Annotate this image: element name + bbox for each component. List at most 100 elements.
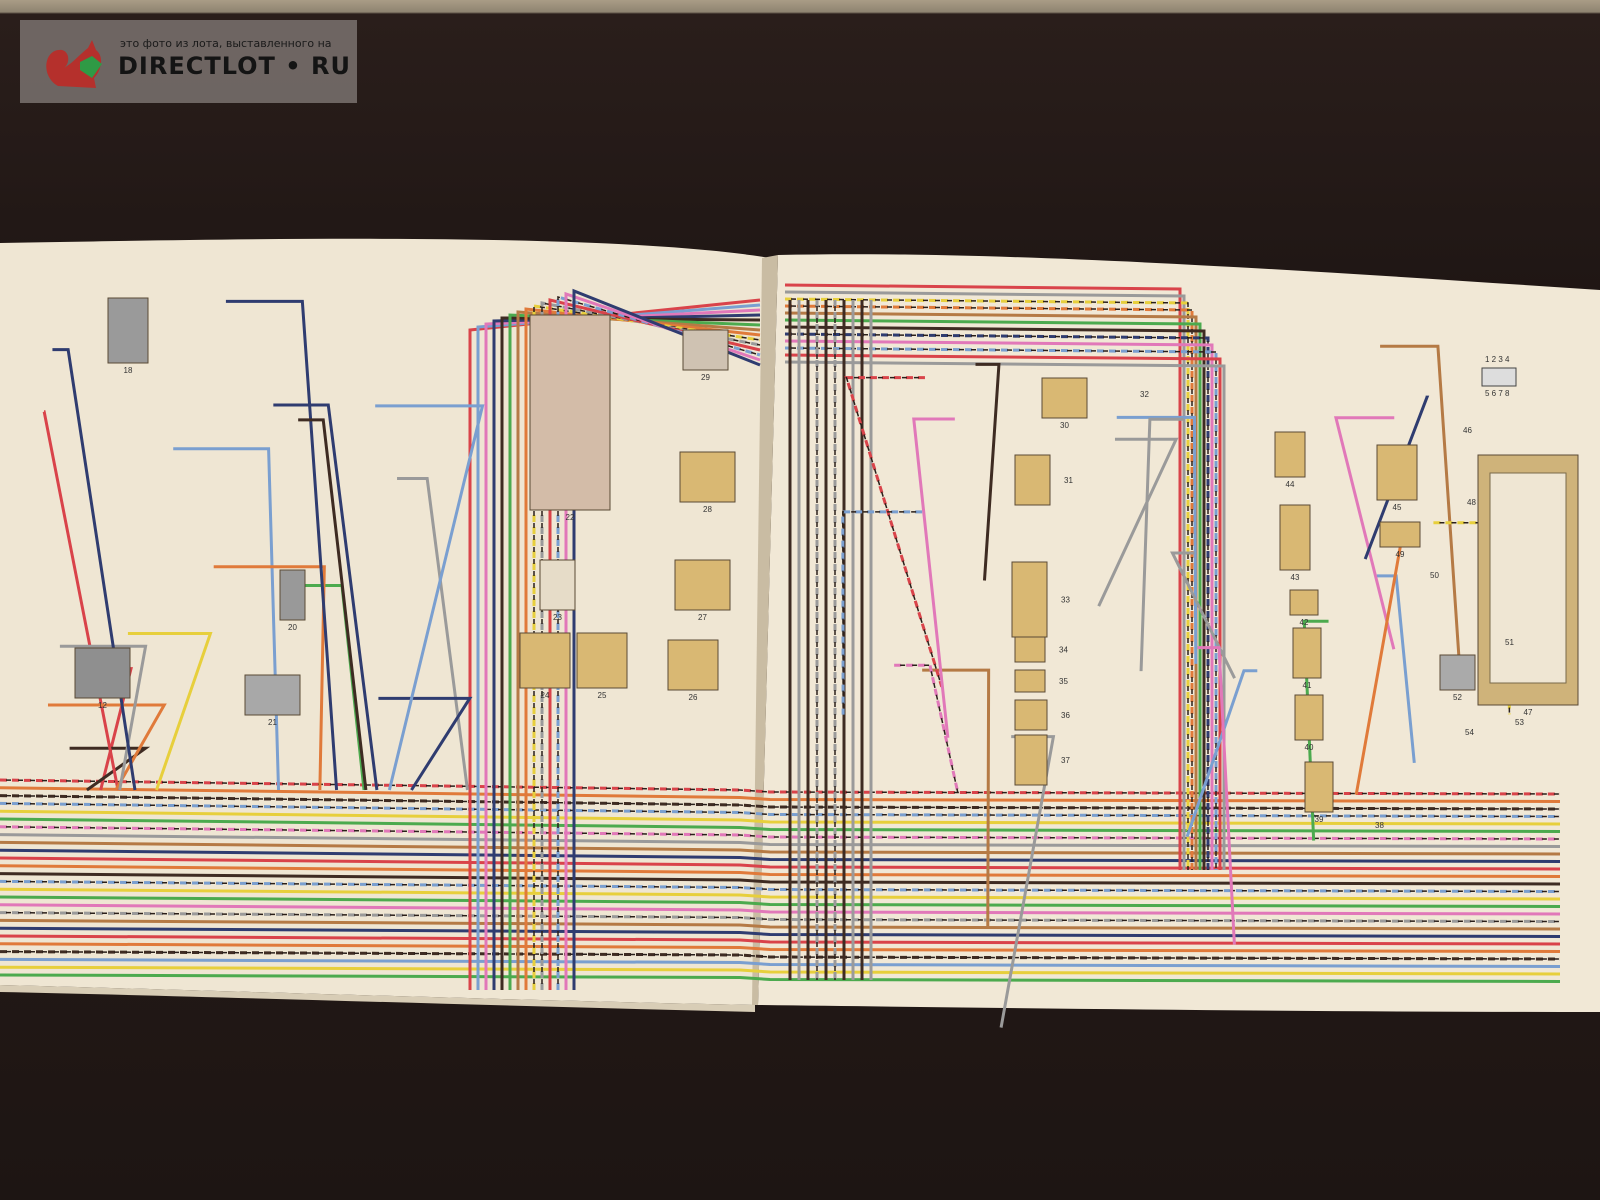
relay-39	[1304, 761, 1334, 813]
component-number: 40	[1305, 743, 1314, 752]
relay-27	[674, 559, 731, 611]
relay-body	[1294, 694, 1324, 741]
component-number: 48	[1467, 498, 1476, 507]
component-number: 23	[553, 613, 562, 622]
component-number: 53	[1515, 718, 1524, 727]
relay-body	[1304, 761, 1334, 813]
book-spine-shadow	[752, 255, 778, 1005]
bundle-wire	[784, 332, 1210, 870]
bundle-wire	[468, 298, 761, 990]
component-wire	[273, 403, 379, 791]
harness-wire	[0, 942, 1561, 953]
harness-wire	[0, 802, 1561, 818]
bundle-wire	[784, 360, 1226, 870]
harness-wire	[0, 825, 1561, 841]
component-number: 25	[598, 691, 607, 700]
component-number: 41	[1303, 681, 1312, 690]
relay-26	[667, 639, 719, 691]
harness-wire	[0, 801, 1561, 818]
instrument-cluster-47	[1477, 454, 1579, 706]
component-number: 43	[1291, 573, 1300, 582]
component-number: 32	[1140, 390, 1149, 399]
harness-wire	[0, 903, 1561, 916]
battery-body	[107, 297, 149, 364]
component-wire	[1116, 415, 1198, 664]
module-body	[244, 674, 301, 716]
harness-wire	[0, 918, 1561, 931]
relay-24	[519, 632, 571, 689]
relay-body	[1289, 589, 1319, 616]
component-number: 20	[288, 623, 297, 632]
bundle-wire	[540, 301, 761, 990]
relay-23	[539, 559, 576, 611]
relay-body	[1014, 699, 1048, 731]
bundle-wire	[784, 339, 1214, 870]
relay-body	[1292, 627, 1322, 679]
harness-wire	[0, 872, 1561, 886]
harness-wire	[0, 934, 1561, 946]
relay-body	[1279, 504, 1311, 571]
module-52	[1439, 654, 1476, 691]
page-edge	[0, 985, 755, 1012]
component-number: 46	[1463, 426, 1472, 435]
harness-wire	[0, 926, 1561, 938]
component-number: 22	[566, 513, 575, 522]
component-number: 38	[1375, 821, 1384, 830]
component-wire	[1333, 416, 1396, 650]
bundle-wire	[524, 307, 761, 990]
harness-wire	[0, 779, 1561, 795]
component-number: 49	[1396, 550, 1405, 559]
component-number: 52	[1453, 693, 1462, 702]
component-number: 26	[689, 693, 698, 702]
watermark: это фото из лота, выставленного на DIREC…	[20, 20, 357, 103]
relay-33	[1011, 561, 1048, 638]
cluster-face	[1489, 472, 1567, 684]
component-wire	[1363, 395, 1430, 560]
bundle-wire	[784, 283, 1182, 870]
component-wire	[397, 477, 469, 791]
relay-37	[1014, 734, 1048, 786]
module-body	[1439, 654, 1476, 691]
component-number: 37	[1061, 756, 1070, 765]
harness-wire	[0, 794, 1561, 810]
bundle-wire	[532, 304, 761, 990]
component-number: 35	[1059, 677, 1068, 686]
harness-wire	[0, 950, 1561, 960]
module-21	[244, 674, 301, 716]
bundle-wire	[492, 313, 761, 990]
watermark-caption: это фото из лота, выставленного на	[120, 37, 332, 50]
harness-wire	[0, 840, 1561, 856]
harness-wire	[0, 809, 1561, 826]
relay-body	[1011, 561, 1048, 638]
relay-45	[1376, 444, 1418, 501]
harness-wire	[0, 950, 1561, 961]
relay-36	[1014, 699, 1048, 731]
component-number: 27	[698, 613, 707, 622]
fuse-box-22	[529, 314, 611, 511]
bundle-wire	[784, 290, 1186, 870]
component-number: 29	[701, 373, 710, 382]
relay-body	[682, 329, 729, 371]
relay-49	[1379, 521, 1421, 548]
bundle-wire	[500, 316, 761, 990]
component-wire	[1185, 669, 1258, 838]
harness-wire	[0, 817, 1561, 833]
component-number: 12	[98, 701, 107, 710]
relay-31	[1014, 454, 1051, 506]
component-number: 47	[1524, 708, 1533, 717]
harness-wire	[0, 786, 1561, 803]
component-number: 21	[268, 718, 277, 727]
relay-34	[1014, 636, 1046, 663]
bundle-wire	[784, 311, 1198, 870]
module-12	[74, 647, 131, 699]
component-wire	[845, 376, 943, 687]
harness-wire	[0, 973, 1561, 983]
relay-29	[682, 329, 729, 371]
components-layer	[74, 297, 1579, 813]
component-number: 50	[1430, 571, 1439, 580]
relay-body	[1274, 431, 1306, 478]
harness-wire	[0, 778, 1561, 796]
component-wire	[1380, 344, 1461, 658]
component-number: 39	[1315, 815, 1324, 824]
